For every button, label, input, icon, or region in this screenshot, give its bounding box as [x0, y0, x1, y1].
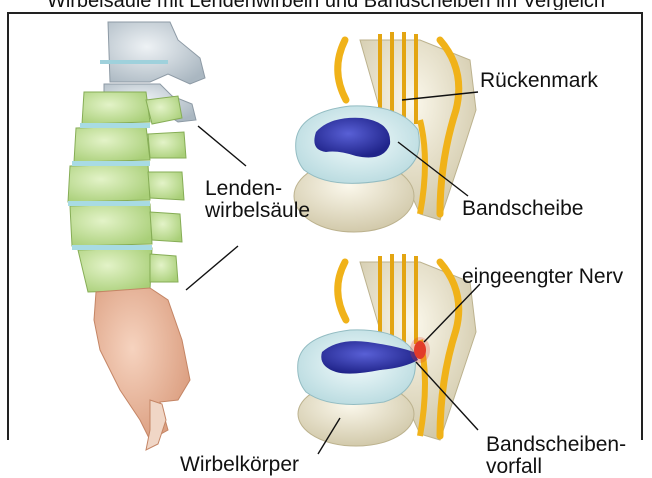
label-rueckenmark: Rückenmark: [480, 70, 598, 92]
label-vorfall-line2: vorfall: [486, 456, 626, 478]
label-lenden-line2: wirbelsäule: [205, 200, 310, 222]
label-bandscheibenvorfall: Bandscheiben- vorfall: [486, 434, 626, 478]
label-wirbelkoerper: Wirbelkörper: [180, 454, 299, 476]
healthy-vertebra: [294, 32, 476, 232]
label-lenden-line1: Lenden-: [205, 178, 310, 200]
label-bandscheibe: Bandscheibe: [462, 198, 583, 220]
herniated-vertebra: [298, 254, 476, 446]
label-vorfall-line1: Bandscheiben-: [486, 434, 626, 456]
label-eingeengter-nerv: eingeengter Nerv: [462, 266, 623, 288]
spine-side-view: [68, 22, 205, 450]
label-lendenwirbelsaeule: Lenden- wirbelsäule: [205, 178, 310, 222]
